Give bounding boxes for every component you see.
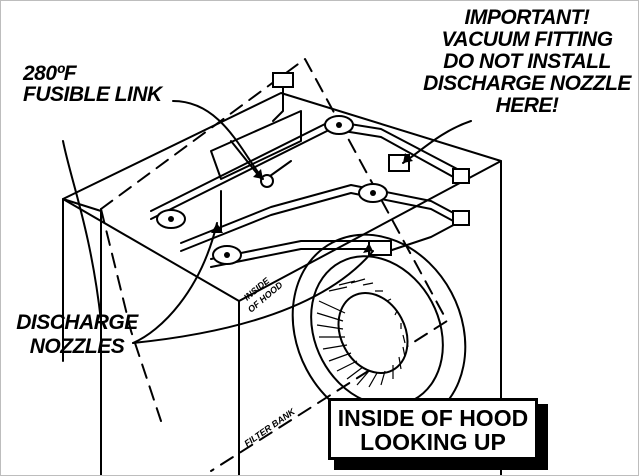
fusible-link-part [260, 174, 274, 188]
pipe-riser [272, 82, 284, 122]
pipe-fusible-bracket [210, 110, 302, 180]
caption-box: INSIDE OF HOOD LOOKING UP [328, 398, 538, 460]
hood-left-curve [62, 140, 102, 322]
important-note: IMPORTANT! VACUUM FITTING DO NOT INSTALL… [423, 6, 631, 117]
pipe-main-mid-b [180, 192, 458, 252]
plenum-dashed-left [100, 208, 162, 422]
leader-nozzle-a [132, 222, 218, 344]
leader-nozzle-b [132, 250, 374, 344]
fitting-right-1 [452, 168, 470, 184]
pipe-lower-b [210, 248, 382, 268]
fitting-top [272, 72, 294, 88]
fan-blades [316, 278, 406, 388]
fusible-link-label: 280ºF FUSIBLE LINK [23, 62, 162, 106]
pipe-main-mid [180, 184, 462, 244]
pipe-right-branch [388, 220, 462, 252]
leader-fusible [172, 100, 264, 180]
discharge-nozzles-label: DISCHARGE NOZZLES [16, 311, 138, 358]
fitting-right-2 [452, 210, 470, 226]
hood-left-face [62, 198, 102, 475]
filter-bank-label: FILTER BANK [242, 406, 298, 449]
